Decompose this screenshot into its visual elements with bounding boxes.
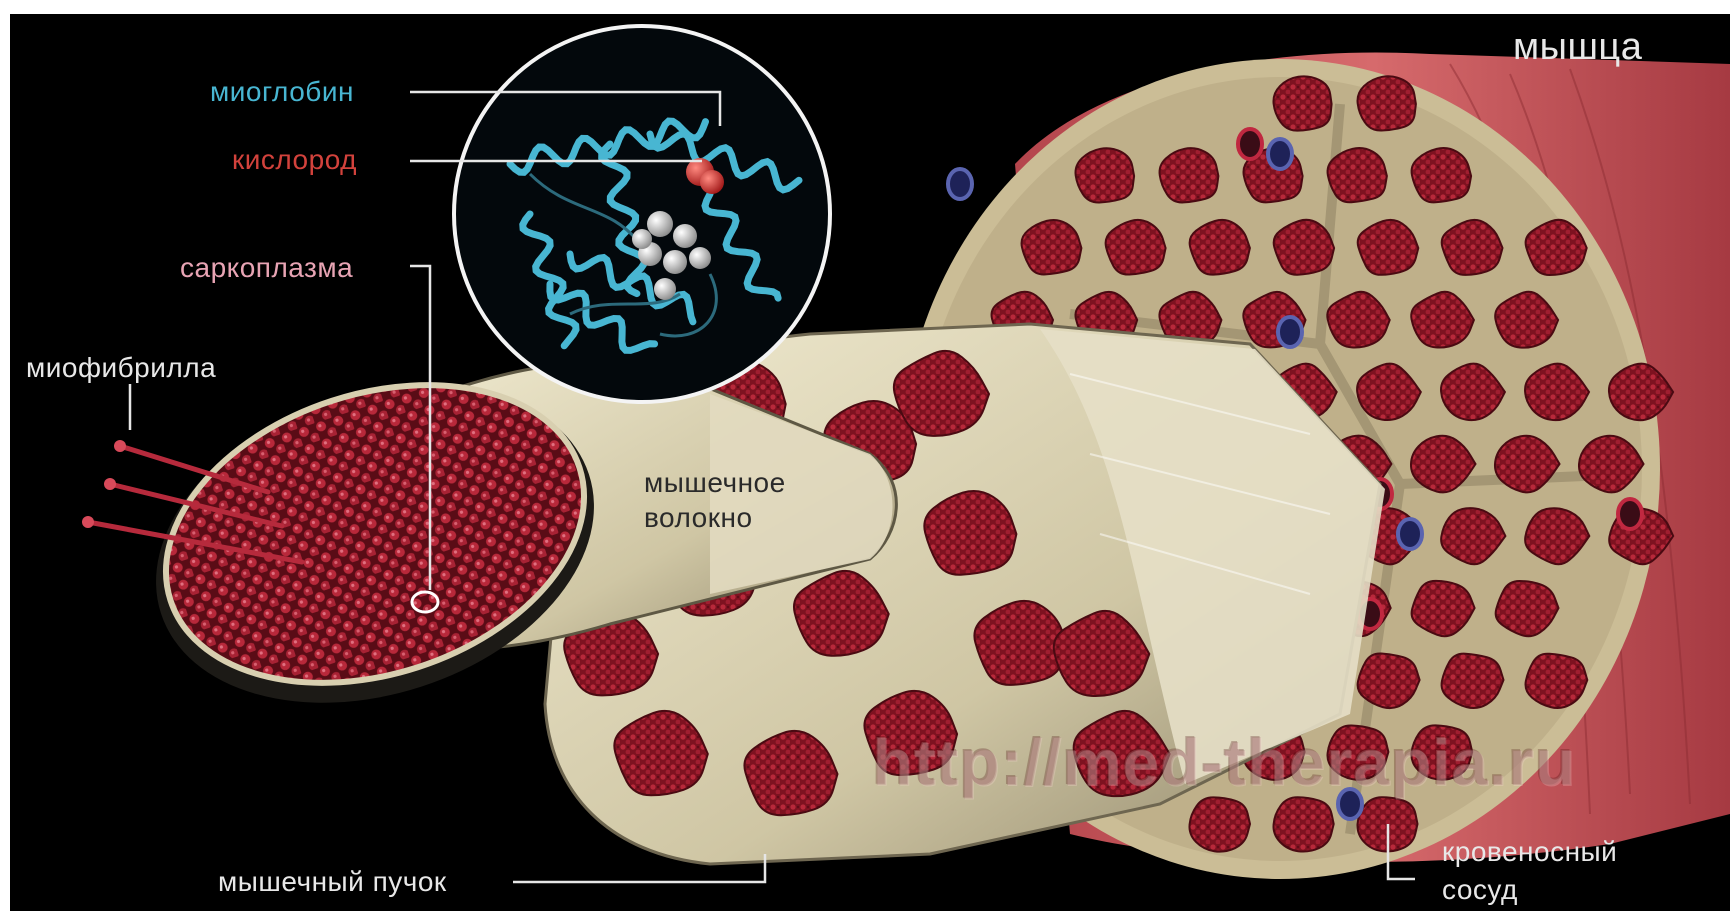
label-blood-vessel-line1: кровеносный	[1442, 838, 1617, 866]
muscle-fiber-cross-section	[1328, 148, 1387, 202]
muscle-fiber-cross-section	[1022, 220, 1082, 274]
blood-vessel	[948, 169, 972, 199]
label-oxygen: кислород	[232, 146, 357, 174]
blood-vessel	[1268, 139, 1292, 169]
muscle-fiber-cross-section	[1274, 220, 1334, 275]
muscle-fiber-cross-section	[1160, 148, 1219, 202]
label-myoglobin: миоглобин	[210, 78, 354, 106]
label-muscle-fiber-line1: мышечное	[644, 469, 786, 497]
muscle-fiber-cross-section	[1075, 148, 1134, 202]
muscle-fiber-cross-section	[1526, 654, 1588, 708]
myoglobin-inset	[454, 26, 830, 402]
muscle-fiber-cross-section	[1106, 220, 1166, 275]
label-blood-vessel-line2: сосуд	[1442, 876, 1518, 904]
muscle-fiber-cross-section	[1273, 76, 1331, 130]
label-myofibril: миофибрилла	[26, 354, 216, 382]
muscle-fiber-cross-section	[924, 491, 1016, 575]
label-muscle-bundle: мышечный пучок	[218, 868, 447, 896]
anatomy-illustration: мышца миоглобин кислород саркоплазма мио…	[10, 14, 1730, 911]
muscle-fiber-cross-section	[1190, 220, 1250, 275]
muscle-fiber-cross-section	[1189, 797, 1250, 851]
muscle-fiber-cross-section	[1358, 76, 1416, 130]
blood-vessel	[1398, 519, 1422, 549]
blood-vessel	[1238, 129, 1262, 159]
label-muscle: мышца	[1513, 28, 1642, 66]
blood-vessel	[1278, 317, 1302, 347]
muscle-fiber-cross-section	[1274, 797, 1334, 851]
blood-vessel	[1618, 499, 1642, 529]
watermark: http://med-therapia.ru	[872, 724, 1576, 800]
label-muscle-fiber-line2: волокно	[644, 504, 753, 532]
label-sarcoplasm: саркоплазма	[180, 254, 353, 282]
muscle-fiber-cross-section	[1412, 148, 1472, 202]
